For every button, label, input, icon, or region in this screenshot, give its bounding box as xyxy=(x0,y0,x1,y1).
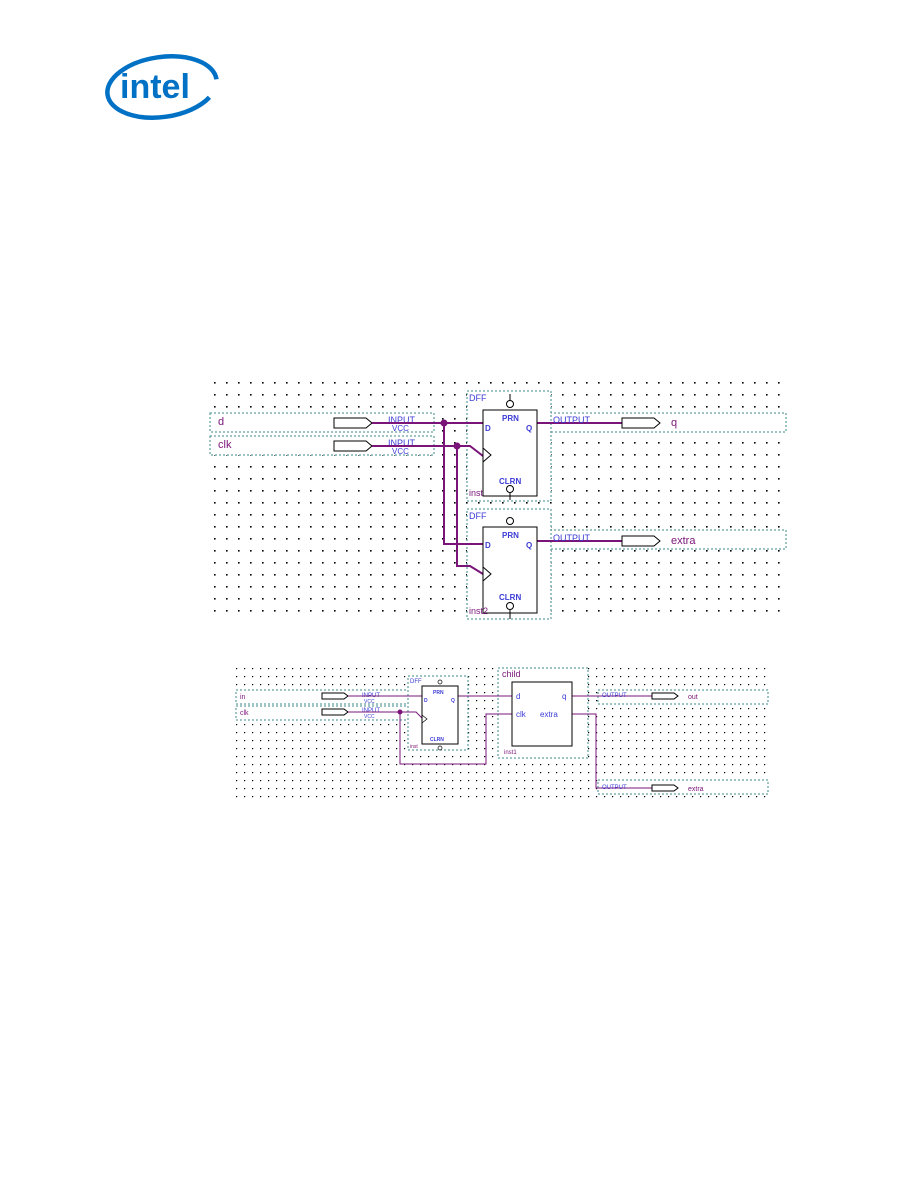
dff-prim: DFF xyxy=(410,679,422,685)
dff2-clrn: CLRN xyxy=(499,593,521,602)
dff-q: Q xyxy=(451,698,455,704)
dff2-prn: PRN xyxy=(502,531,519,540)
port-clk2-name: clk xyxy=(240,710,249,717)
out-out-name: out xyxy=(688,694,698,701)
child-inst: inst1 xyxy=(504,750,517,756)
dff1-d: D xyxy=(485,424,491,433)
dff2-inst: inst2 xyxy=(469,606,488,616)
out-q-name: q xyxy=(671,417,677,429)
logo-wordmark: intel xyxy=(120,68,190,106)
port-clk-type: INPUT xyxy=(388,438,416,448)
dff1-clrn: CLRN xyxy=(499,477,521,486)
dff1-q: Q xyxy=(526,424,532,433)
dff-prn: PRN xyxy=(433,690,444,696)
port-in-name: in xyxy=(240,694,246,701)
schematic-child-hierarchy: in clk INPUT VCC INPUT VCC DFF PRN D Q C… xyxy=(232,664,772,802)
dff-d: D xyxy=(424,698,428,704)
dff1-inst: inst xyxy=(469,488,484,498)
port-clk-vcc: VCC xyxy=(392,447,409,456)
port-clk2-vcc: VCC xyxy=(364,714,375,720)
port-d-type: INPUT xyxy=(388,415,416,425)
dff-inst: inst xyxy=(410,744,418,750)
out-out-type: OUTPUT xyxy=(602,693,627,699)
out-extra-name: extra xyxy=(671,535,696,547)
dff-clrn: CLRN xyxy=(430,737,444,743)
child-pin-extra: extra xyxy=(540,710,558,719)
port-in-vcc: VCC xyxy=(364,699,375,705)
dff2-q: Q xyxy=(526,541,532,550)
port-clk2-type: INPUT xyxy=(362,708,380,714)
child-pin-d: d xyxy=(516,692,520,701)
child-title: child xyxy=(502,669,521,679)
dff2-d: D xyxy=(485,541,491,550)
out-extra2-name: extra xyxy=(688,786,704,793)
child-pin-clk: clk xyxy=(516,710,527,719)
intel-logo: intel xyxy=(105,54,219,120)
port-d-vcc: VCC xyxy=(392,424,409,433)
port-clk-name: clk xyxy=(218,439,232,451)
schematic-two-dff: d clk INPUT VCC INPUT VCC DFF PRN D Q CL… xyxy=(208,376,790,622)
port-d-name: d xyxy=(218,416,224,428)
dff2-prim: DFF xyxy=(469,511,487,521)
out-extra-type: OUTPUT xyxy=(553,533,591,543)
out-extra2-type: OUTPUT xyxy=(602,785,627,791)
dff1-prim: DFF xyxy=(469,393,487,403)
dff1-prn: PRN xyxy=(502,414,519,423)
out-q-type: OUTPUT xyxy=(553,415,591,425)
child-pin-q: q xyxy=(562,692,566,701)
